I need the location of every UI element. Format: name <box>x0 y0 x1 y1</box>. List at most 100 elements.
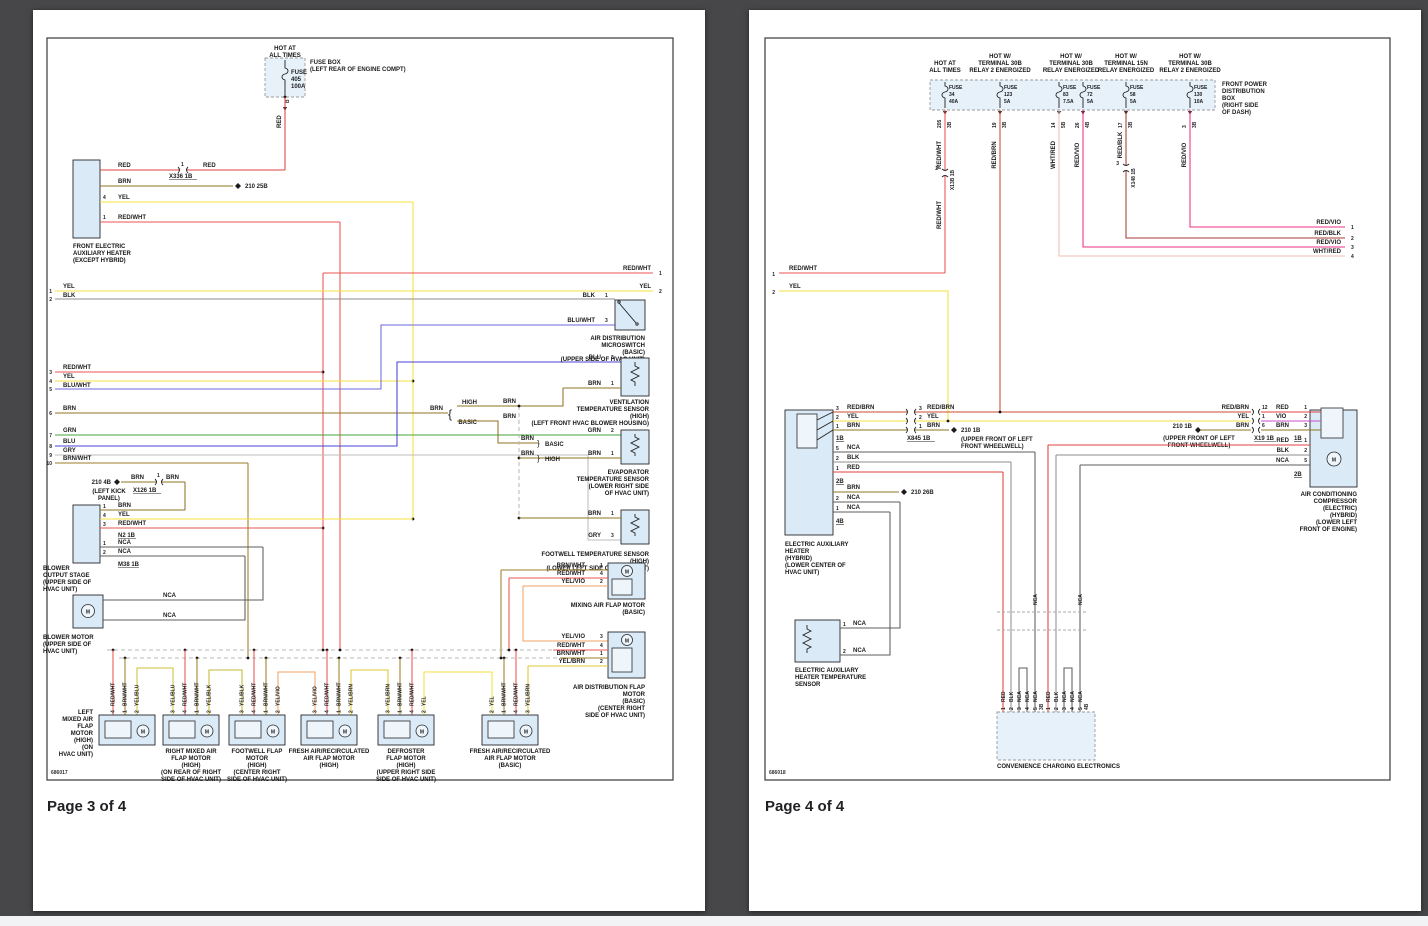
motor-icon <box>1326 451 1342 467</box>
pin-number: 5 <box>836 446 839 452</box>
wire-label: RED/VIO <box>1316 240 1341 246</box>
variant-label: BASIC <box>458 420 477 426</box>
wire-label: RED/WHT <box>111 683 117 706</box>
pin-number: 1 <box>611 451 614 457</box>
wire-label: GRY <box>63 448 76 454</box>
pin-number: 19 <box>992 122 998 128</box>
wire-label: WHT/RED <box>1051 140 1057 169</box>
component-caption: MIXING AIR FLAP MOTOR(BASIC) <box>571 603 646 616</box>
pin-number: 2 <box>1304 448 1307 454</box>
fuse-name: FUSE <box>1087 85 1101 91</box>
pin-number: 1 <box>49 289 52 295</box>
connector-tag: 4B <box>836 519 844 525</box>
pin-number: 4 <box>600 571 603 577</box>
pin-number: 1 <box>157 473 160 479</box>
wire-label: RED/WHT <box>325 683 331 706</box>
pin-number: 2 <box>935 166 938 172</box>
pin-number: 3 <box>611 533 614 539</box>
motor-icon <box>136 724 150 738</box>
brace: } <box>537 454 540 463</box>
wire-label: YEL <box>490 696 496 706</box>
wire-label: BRN <box>521 451 534 457</box>
connector-tag: 4B <box>1084 703 1090 710</box>
wire-label: YEL/BRN <box>526 684 532 706</box>
pin-number: 4 <box>1070 707 1076 710</box>
pin-number: 7 <box>49 433 52 439</box>
wire-label: YEL/VIO <box>313 686 319 706</box>
splice-icon <box>901 489 907 495</box>
pin-number: 1 <box>103 215 106 221</box>
pin-number: 2 <box>276 710 282 713</box>
mixing-air-flap-motor: M BRN/WHT 1 RED/WHT 4 YEL/VIO 2 MIXING A… <box>500 562 646 658</box>
pin-number: 2 <box>772 290 775 296</box>
wire-label: BLK <box>583 293 596 299</box>
diagram-code: 686018 <box>769 770 786 776</box>
wire-label: RED/VIO <box>1075 142 1081 167</box>
fuse-number: 72 <box>1087 92 1093 98</box>
fuse-amps: 10A <box>1194 99 1204 105</box>
motor-icon <box>621 634 633 646</box>
pin-number: 1 <box>600 651 603 657</box>
wire-label: GRN <box>588 428 601 434</box>
connector-tag: 1B <box>836 436 844 442</box>
right-connector-pins: RED/WHT 1 YEL 2 <box>623 266 662 295</box>
fuse-output-wires: RED/WHT 2 X13B 1B RED/WHT RED/BRN WHT/RE… <box>935 110 1345 412</box>
pin-number: 1 <box>836 424 839 430</box>
pin-number: 5 <box>1078 707 1084 710</box>
pin-number: 4 <box>1351 254 1354 260</box>
pin-number: 1 <box>264 710 270 713</box>
wire-label: NCA <box>118 549 132 555</box>
pin-number: 4 <box>49 379 52 385</box>
pin-number: 5 <box>49 387 52 393</box>
pin-number: 3 <box>240 710 246 713</box>
switch-icon <box>618 302 637 324</box>
pin-number: 1 <box>772 272 775 278</box>
pin-number: 2 <box>1009 707 1015 710</box>
wire-label: BLK <box>1054 691 1060 702</box>
wire-label: RED/WHT <box>63 365 91 371</box>
wire-label: RED <box>277 115 283 128</box>
wire-label: RED/WHT <box>514 683 520 706</box>
pin-number: 4 <box>600 643 603 649</box>
splice-label: 210 25B <box>245 184 268 190</box>
wire-label: BLK <box>1009 691 1015 702</box>
fuse-amps: 5A <box>1087 99 1094 105</box>
left-connector-pins: 1 YEL 2 BLK 3 RED/WHT 4 YEL 5 BLU/WHT 6 … <box>46 284 653 541</box>
wire-label: YEL/BLU <box>135 684 141 706</box>
pin-number: 4 <box>1025 707 1031 710</box>
connector-label: N2 1B <box>118 533 136 539</box>
fuse-name: FUSE <box>1004 85 1018 91</box>
pin-number: 1 <box>611 381 614 387</box>
pin-number: 3 <box>1182 125 1188 128</box>
pin-number: 8 <box>49 444 52 450</box>
motor-icon <box>81 604 95 618</box>
motor-icon <box>621 565 633 577</box>
wire-label: BLU/WHT <box>567 318 595 324</box>
pin-number: 2 <box>836 496 839 502</box>
wire-label: RED <box>1276 438 1289 444</box>
motor-letter: M <box>524 730 528 736</box>
brace: { <box>448 407 452 421</box>
brace: } <box>537 439 540 448</box>
variant-label: HIGH <box>462 400 477 406</box>
splice-label: 210 26B <box>911 490 934 496</box>
wire-label: BRN <box>131 475 144 481</box>
wire-label: BRN/WHT <box>123 682 129 706</box>
convenience-charging-electronics: NCA NCA RED BLK NCA NCA NCA 1 2 3 4 5 3B… <box>996 445 1120 770</box>
pin-number: 1 <box>398 710 404 713</box>
electric-auxiliary-heater: 3 RED/BRN 2 YEL 1 BRN 3 RED/BRN 2 YEL 1 … <box>784 405 1251 576</box>
wire-label: NCA <box>1033 691 1039 702</box>
